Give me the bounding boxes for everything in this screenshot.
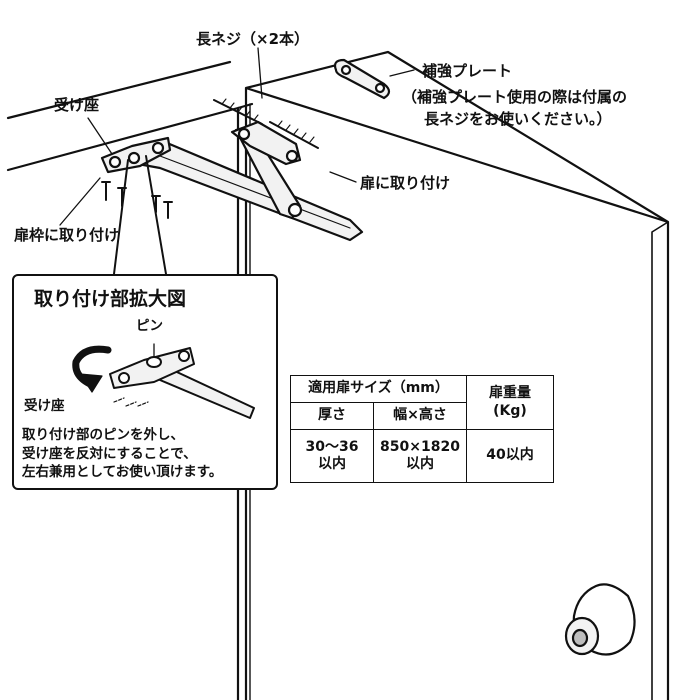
thickness-header: 厚さ: [290, 402, 374, 430]
detail-pin: [146, 356, 162, 368]
leader-receiver: [87, 117, 113, 155]
reinforcement-note-line2: 長ネジをお使いください。）: [424, 110, 612, 128]
detail-pin-label: ピン: [136, 318, 163, 334]
spec-table: 適用扉サイズ（mm） 扉重量 (Kg) 厚さ 幅×高さ 30〜36 以内 850…: [290, 375, 554, 483]
attach-to-door-label: 扉に取り付け: [360, 174, 451, 192]
door-edge: [651, 221, 669, 700]
reinforcement-plate-label: 補強プレート: [422, 62, 513, 80]
weight-header-line1: 扉重量: [489, 385, 531, 402]
leader-plate: [389, 69, 415, 77]
detail-callout: [113, 155, 167, 275]
reinforcement-note-line1: （補強プレート使用の際は付属の: [402, 88, 628, 106]
weight-header-line2: (Kg): [493, 402, 527, 419]
detail-illustration: [72, 343, 255, 419]
receiver-seat-label: 受け座: [54, 96, 100, 114]
detail-note-line: 受け座を反対にすることで、: [22, 445, 197, 462]
detail-receiver-label: 受け座: [24, 398, 65, 414]
stay-arm-groove: [159, 155, 351, 229]
attach-to-frame-label: 扉枠に取り付け: [14, 226, 120, 244]
detail-bracket: [109, 347, 195, 389]
leader-long-screw: [257, 47, 263, 99]
width-height-header: 幅×高さ: [373, 402, 467, 430]
width-height-value-line1: 850×1820: [380, 438, 460, 455]
thickness-value: 30〜36 以内: [290, 429, 374, 483]
weight-value: 40以内: [466, 429, 554, 483]
long-screw-label: 長ネジ（×2本）: [196, 30, 310, 48]
width-height-value-line2: 以内: [406, 456, 434, 472]
wood-screw-4: [163, 201, 173, 219]
door-size-header: 適用扉サイズ（mm）: [290, 375, 467, 403]
detail-note: 取り付け部のピンを外し、 受け座を反対にすることで、 左右兼用としてお使い頂けま…: [22, 426, 274, 482]
detail-note-line: 取り付け部のピンを外し、: [22, 427, 184, 443]
wood-screw-1: [101, 181, 111, 201]
weight-header: 扉重量 (Kg): [466, 375, 554, 430]
width-height-value: 850×1820 以内: [373, 429, 467, 483]
detail-title: 取り付け部拡大図: [34, 288, 187, 310]
door-knob: [564, 583, 636, 656]
rotate-arrow-icon: [72, 345, 112, 388]
leader-frame: [59, 177, 101, 226]
motion-lines: [113, 397, 149, 407]
thickness-value-line1: 30〜36: [305, 438, 359, 455]
thickness-value-line2: 以内: [318, 456, 346, 472]
door-frame: [6, 60, 254, 700]
leader-door: [329, 171, 357, 183]
detail-note-line: 左右兼用としてお使い頂けます。: [22, 464, 223, 481]
